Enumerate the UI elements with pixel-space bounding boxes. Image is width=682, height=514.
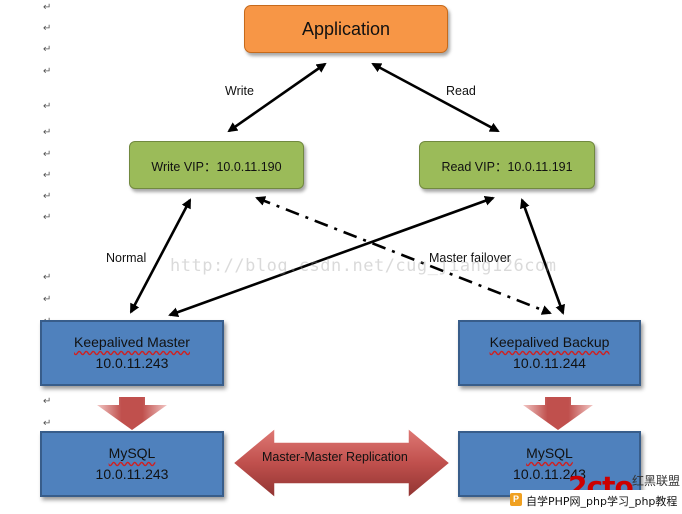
paragraph-mark: ↵ [43, 149, 52, 160]
paragraph-mark: ↵ [43, 44, 52, 55]
paragraph-mark: ↵ [43, 127, 52, 138]
keepalived-backup-node: Keepalived Backup 10.0.11.244 [458, 320, 641, 386]
read-label: Read [446, 84, 476, 98]
write-vip-label: Write VIP：10.0.11.190 [151, 159, 282, 174]
master-failover-label: Master failover [429, 251, 511, 265]
write-arrow [227, 62, 327, 133]
down-arrow-backup [523, 397, 593, 430]
site-logo: 2cto 红黑联盟 P 自学PHP网_php学习_php教程 [510, 470, 682, 514]
keepalived-backup-ip: 10.0.11.244 [513, 355, 586, 371]
paragraph-mark: ↵ [43, 170, 52, 181]
paragraph-mark: ↵ [43, 23, 52, 34]
paragraph-mark: ↵ [43, 272, 52, 283]
paragraph-mark: ↵ [43, 101, 52, 112]
application-label: Application [301, 18, 391, 39]
application-node: Application [244, 5, 448, 53]
paragraph-mark: ↵ [43, 2, 52, 13]
logo-tagline: 自学PHP网_php学习_php教程 [526, 495, 678, 508]
replication-arrow [231, 426, 452, 500]
keepalived-master-node: Keepalived Master 10.0.11.243 [40, 320, 224, 386]
failover-arrow [255, 196, 552, 315]
watermark: http://blog.csdn.net/cug_jiang126com [170, 256, 557, 276]
normal-label: Normal [106, 251, 147, 265]
logo-bar [510, 490, 682, 510]
paragraph-mark: ↵ [43, 418, 52, 429]
replication-label: Master-Master Replication [262, 450, 408, 464]
paragraph-mark: ↵ [43, 294, 52, 305]
logo-icon: P [510, 493, 522, 506]
mysql-master-name: MySQL [108, 445, 156, 461]
read-vip-node: Read VIP：10.0.11.191 [419, 141, 595, 189]
mysql-backup-ip: 10.0.11.243 [513, 466, 586, 482]
read-vip-label: Read VIP：10.0.11.191 [441, 159, 573, 174]
keepalived-backup-name: Keepalived Backup [489, 334, 610, 350]
paragraph-mark: ↵ [43, 396, 52, 407]
paragraph-mark: ↵ [43, 212, 52, 223]
down-arrow-master [97, 397, 167, 430]
write-label: Write [225, 84, 254, 98]
mysql-master-node: MySQL 10.0.11.243 [40, 431, 224, 497]
logo-name: 红黑联盟 [632, 474, 681, 488]
mysql-backup-name: MySQL [526, 445, 573, 461]
keepalived-master-ip: 10.0.11.243 [95, 355, 169, 371]
paragraph-mark: ↵ [43, 66, 52, 77]
write-vip-node: Write VIP：10.0.11.190 [129, 141, 304, 189]
mysql-master-ip: 10.0.11.243 [95, 466, 169, 482]
read-arrow [371, 62, 500, 133]
keepalived-master-name: Keepalived Master [74, 334, 190, 350]
paragraph-mark: ↵ [43, 191, 52, 202]
